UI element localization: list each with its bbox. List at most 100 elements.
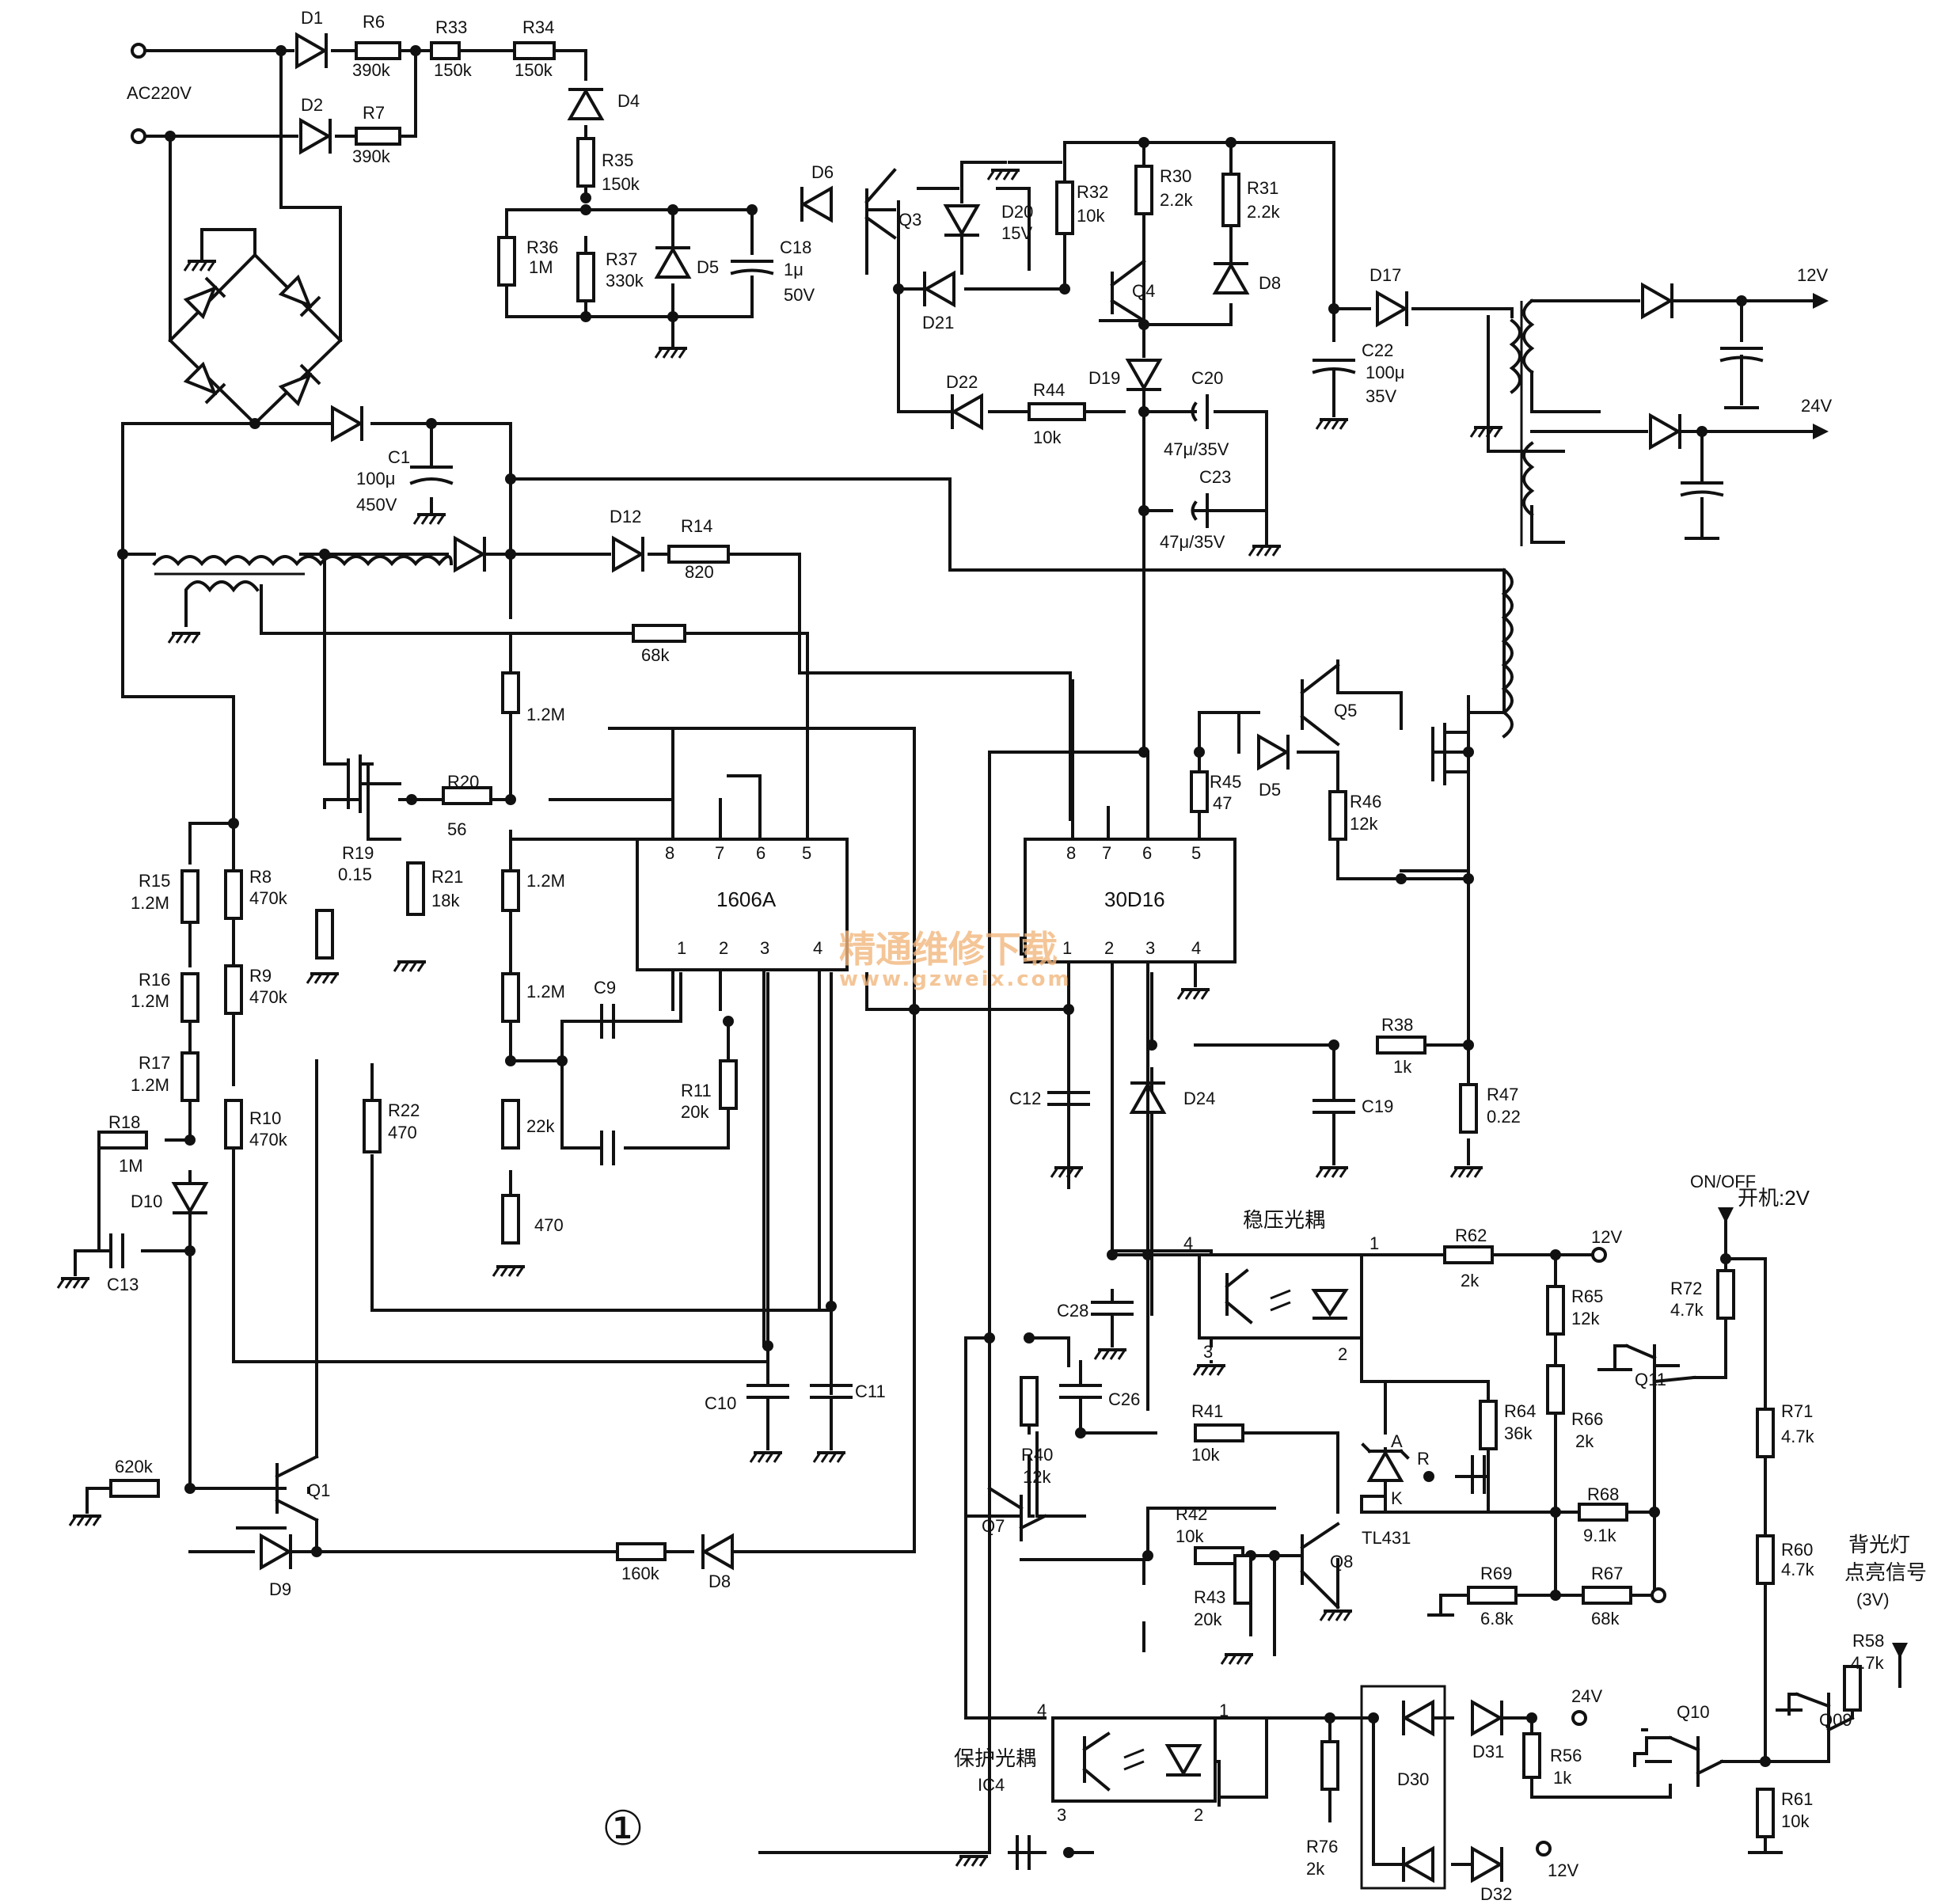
component-label: R60 — [1781, 1540, 1813, 1560]
pin-number: 4 — [1183, 1233, 1193, 1253]
component-label: D8 — [1259, 273, 1281, 293]
component-label: 20k — [681, 1102, 709, 1122]
component-label: R31 — [1247, 178, 1278, 198]
component-label: 1k — [1553, 1768, 1572, 1788]
component-label: 12k — [1571, 1309, 1600, 1328]
ground-symbols — [56, 169, 1803, 1868]
component-label: 820 — [685, 562, 714, 582]
component-label: D17 — [1369, 265, 1401, 285]
component-label: R18 — [108, 1112, 140, 1132]
component-label: R21 — [431, 867, 463, 887]
component-label: D21 — [922, 313, 954, 333]
component-label: R11 — [681, 1081, 712, 1100]
component-label: R17 — [139, 1053, 170, 1073]
component-label: D5 — [1259, 780, 1281, 800]
component-label: 1M — [119, 1156, 143, 1176]
component-label: D12 — [610, 507, 641, 526]
component-label: C13 — [107, 1275, 139, 1294]
component-label: 1.2M — [526, 705, 565, 724]
pin-number: 3 — [760, 938, 769, 958]
component-label: 56 — [447, 819, 466, 839]
component-label: R71 — [1781, 1401, 1813, 1421]
component-label: D8 — [708, 1571, 731, 1591]
component-label: 10k — [1191, 1445, 1220, 1465]
component-label: 4.7k — [1851, 1653, 1885, 1673]
component-label: R20 — [447, 772, 479, 792]
component-label: 47μ/35V — [1164, 439, 1229, 459]
component-label: 4.7k — [1670, 1300, 1704, 1320]
component-label: 1k — [1393, 1057, 1412, 1077]
component-label: 470 — [534, 1215, 564, 1235]
ic-30d16 — [1024, 838, 1237, 963]
component-label: Q10 — [1677, 1702, 1710, 1722]
component-label: D2 — [301, 95, 323, 115]
component-label: 1M — [529, 257, 553, 277]
component-label: 2k — [1306, 1859, 1325, 1879]
component-label: 10k — [1033, 428, 1062, 447]
pin-number: 8 — [1066, 843, 1076, 863]
component-label: 2k — [1575, 1431, 1594, 1451]
component-label: 2.2k — [1160, 190, 1194, 210]
component-label: R61 — [1781, 1789, 1813, 1809]
component-label: 12k — [1350, 814, 1378, 834]
component-label: R22 — [388, 1100, 420, 1120]
diodes — [171, 32, 1682, 1883]
component-label: 47 — [1213, 793, 1232, 813]
component-label: 18k — [431, 891, 460, 910]
component-label: C10 — [705, 1393, 736, 1413]
component-label: R58 — [1852, 1631, 1884, 1651]
component-label: D10 — [131, 1191, 162, 1211]
component-label: 6.8k — [1480, 1609, 1514, 1628]
component-label: R47 — [1487, 1085, 1518, 1104]
pin-number: 2 — [1104, 938, 1114, 958]
component-label: D4 — [617, 91, 640, 111]
component-label: 1.2M — [131, 991, 169, 1011]
pin-number: 7 — [715, 843, 724, 863]
component-label: 0.22 — [1487, 1107, 1521, 1127]
component-label: D6 — [811, 162, 834, 182]
pin-number: 1 — [1062, 938, 1072, 958]
component-label: 9.1k — [1583, 1526, 1617, 1545]
component-label: Q7 — [982, 1516, 1005, 1536]
backlight-label-1: 背光灯 — [1848, 1533, 1910, 1556]
component-label: C11 — [855, 1381, 886, 1401]
transformers — [152, 298, 1535, 739]
component-label: D20 — [1001, 202, 1033, 222]
component-label: R65 — [1571, 1286, 1603, 1306]
tl431-pin-r: R — [1417, 1449, 1430, 1469]
component-label: 10k — [1781, 1811, 1810, 1831]
component-label: Q1 — [307, 1480, 330, 1500]
ic-1606a-label: 1606A — [716, 887, 777, 911]
component-label: 68k — [1591, 1609, 1620, 1628]
component-label: R35 — [602, 150, 633, 170]
component-label: C12 — [1009, 1089, 1041, 1108]
component-label: C28 — [1057, 1301, 1088, 1321]
component-label: 35V — [1366, 386, 1396, 406]
transistors — [275, 168, 1855, 1787]
component-label: C20 — [1191, 368, 1223, 388]
output-24v-label: 24V — [1801, 396, 1832, 416]
resistors — [97, 41, 1862, 1838]
pin-number: 2 — [1194, 1805, 1203, 1825]
tl431-pin-a: A — [1391, 1431, 1403, 1451]
watermark-url: www.gzweix.com — [839, 967, 1072, 991]
component-label: 390k — [352, 60, 391, 80]
component-label: 1.2M — [131, 1075, 169, 1095]
pin-number: 5 — [802, 843, 811, 863]
component-label: 10k — [1077, 206, 1105, 226]
ic-1606a — [636, 838, 849, 971]
output-12v-b-label: 12V — [1548, 1860, 1578, 1880]
protection-opto-label: 保护光耦 — [954, 1746, 1036, 1770]
component-label: R68 — [1587, 1484, 1619, 1504]
output-12v-c-label: 12V — [1591, 1227, 1622, 1247]
component-label: 100μ — [356, 469, 395, 488]
output-12v-label: 12V — [1797, 265, 1828, 285]
component-label: 10k — [1176, 1526, 1204, 1546]
component-label: R67 — [1591, 1564, 1623, 1583]
component-label: C19 — [1362, 1096, 1393, 1116]
ic-pin-numbers: 8 7 6 5 1 2 3 4 8 7 6 5 1 2 3 4 4 1 3 2 … — [665, 843, 1379, 1825]
component-label: R36 — [526, 238, 558, 257]
component-label: 1μ — [784, 260, 803, 279]
component-label: R30 — [1160, 166, 1191, 186]
